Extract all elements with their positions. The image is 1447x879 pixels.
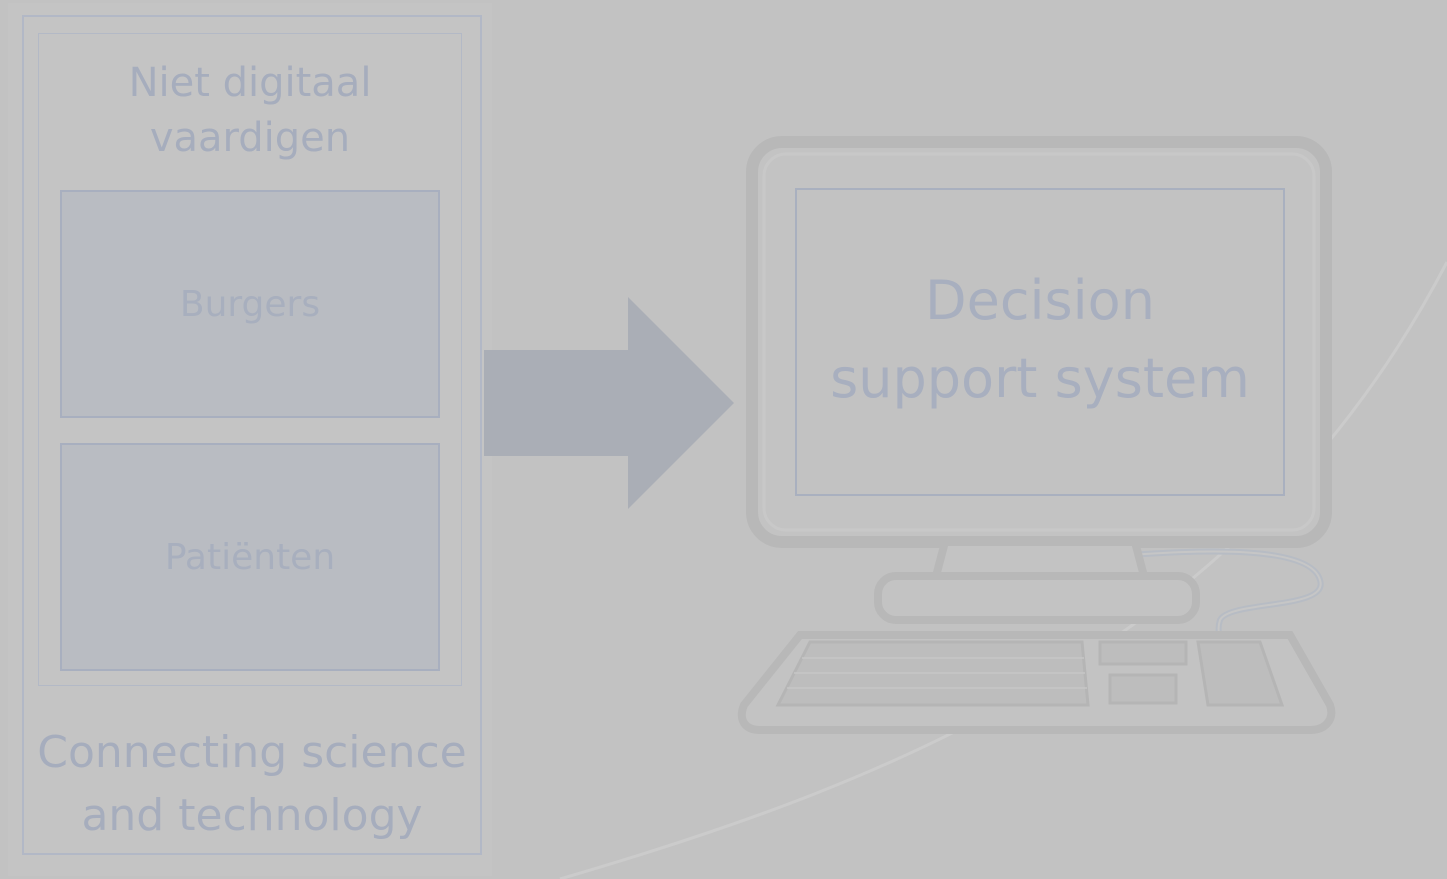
screen-line2: support system [830, 347, 1250, 410]
right-arrow [484, 297, 734, 509]
footer-label: Connecting science and technology [22, 721, 482, 847]
box-burgers: Burgers [60, 190, 440, 418]
footer-line1: Connecting science [37, 727, 467, 778]
group-title-line1: Niet digitaal [128, 60, 372, 106]
left-panel [8, 3, 492, 876]
computer-screen-label: Decision support system [796, 262, 1284, 418]
box-patienten-label: Patiënten [164, 536, 336, 578]
computer-icon [737, 136, 1336, 734]
screen-line1: Decision [925, 269, 1155, 332]
footer-line2: and technology [81, 790, 423, 841]
box-patienten: Patiënten [60, 443, 440, 671]
group-title: Niet digitaal vaardigen [38, 56, 462, 166]
outer-frame [22, 15, 482, 855]
group-frame [38, 33, 462, 686]
group-title-line2: vaardigen [149, 115, 351, 161]
box-burgers-label: Burgers [179, 283, 321, 325]
